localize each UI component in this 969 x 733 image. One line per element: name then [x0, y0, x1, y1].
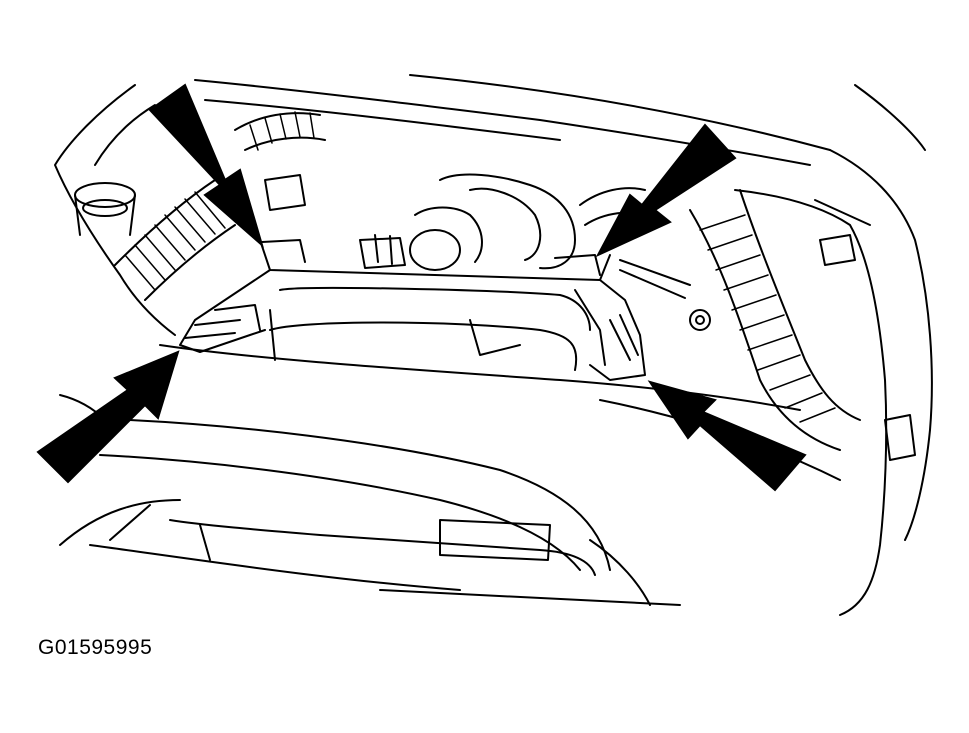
lower-front-panel — [59, 499, 681, 606]
right-ribbed-duct — [689, 189, 861, 451]
upper-left-arrow — [148, 83, 264, 249]
outer-panel-outline — [54, 74, 933, 616]
figure-id-label: G01595995 — [38, 636, 153, 659]
left-ribbed-duct — [114, 111, 326, 301]
filler-cap — [74, 182, 136, 236]
lower-right-arrow — [647, 380, 807, 492]
air-cleaner-housing — [59, 309, 841, 571]
throttle-body — [359, 173, 711, 331]
retaining-bracket — [179, 239, 646, 381]
lower-left-arrow — [36, 350, 180, 484]
upper-right-arrow — [595, 123, 737, 258]
